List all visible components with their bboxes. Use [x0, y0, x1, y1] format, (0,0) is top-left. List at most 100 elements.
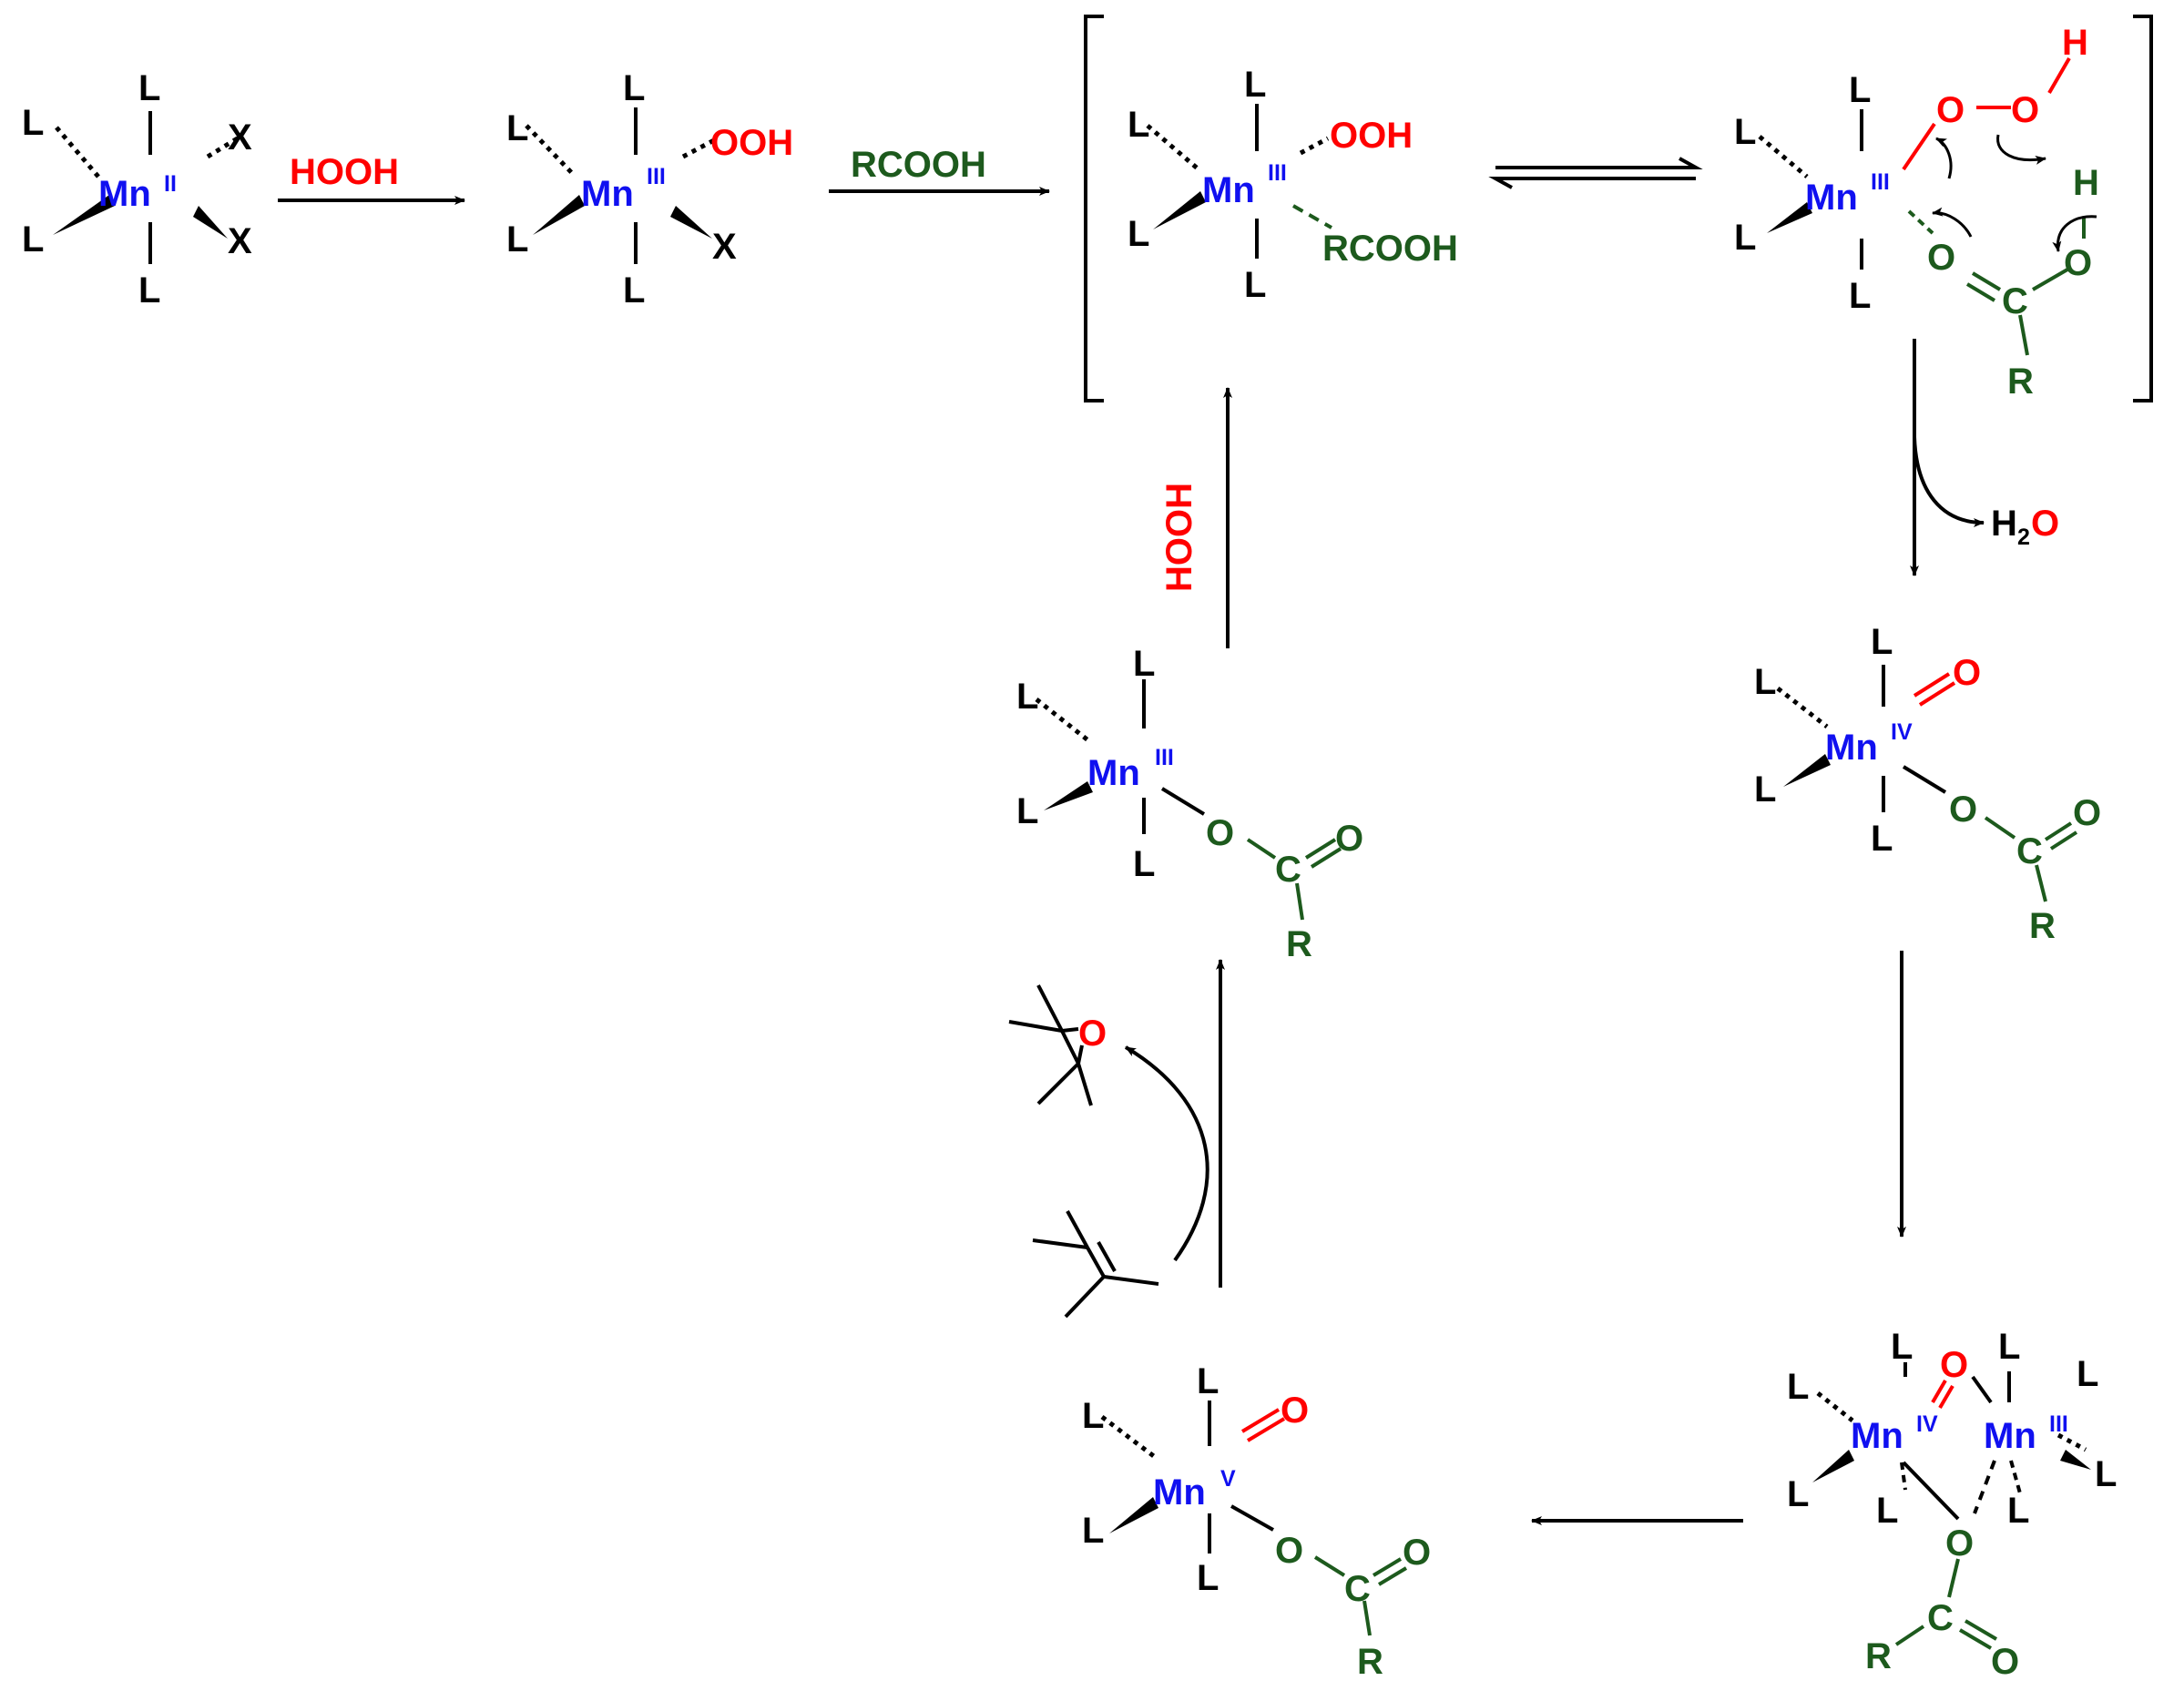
mn4-oxidation-state: IV [1916, 1411, 1938, 1437]
ligand-bottom: L [1244, 265, 1266, 305]
carbonyl-oxygen: O [1403, 1533, 1431, 1573]
step-arrow-2: RCOOH [829, 145, 1050, 196]
acid-carbon: C [2002, 281, 2028, 321]
carboxylate-carbon: C [2016, 831, 2043, 871]
acid-r-group: R [2007, 362, 2034, 402]
halide-top: X [228, 117, 252, 158]
mn3-oxidation-state: III [2049, 1411, 2068, 1437]
complex-mn5-oxo: L L L L O Mn V O C O R [1082, 1361, 1431, 1682]
peroxo-oxygen-2: O [2011, 90, 2039, 130]
mn4-ligand-left-front: L [1787, 1474, 1809, 1514]
epoxide-oxygen: O [1078, 1014, 1107, 1054]
complex-dinuclear: L L L L O Mn IV Mn III L L L L O C R O [1787, 1327, 2117, 1682]
carboxylate-oxygen: O [1275, 1531, 1303, 1571]
epoxide-product: O [1008, 984, 1107, 1106]
metal-label: Mn [1153, 1472, 1206, 1513]
halide-bottom: X [712, 227, 737, 267]
acid-oxygen-carbonyl: O [1927, 238, 1955, 278]
equilibrium-arrows [1488, 157, 1703, 189]
ligand-top: L [1244, 65, 1266, 105]
step-arrow-epoxidation [1124, 959, 1225, 1288]
oxidation-state: III [647, 164, 666, 189]
ligand-bottom: L [1133, 844, 1155, 884]
ligand-bottom: L [623, 270, 645, 311]
complex-mn3-carboxylate: L L L L Mn III O C O R [1016, 644, 1363, 964]
oxidation-state: IV [1891, 719, 1913, 745]
ligand-left-back: L [506, 108, 528, 148]
carboxylate-oxygen: O [1949, 789, 1977, 830]
complex-mn3-ooh: L L L L OOH X Mn III [506, 68, 793, 311]
mn4-ligand-left-back: L [1787, 1367, 1809, 1407]
carboxylate-carbon: C [1927, 1598, 1954, 1638]
peroxo-oxygen-1: O [1936, 90, 1965, 130]
peroxo-hydrogen: H [2062, 23, 2088, 63]
carboxylate-r-group: R [1865, 1636, 1892, 1676]
mn3-ligand-right-front: L [2095, 1454, 2117, 1494]
step-arrow-water-loss: H 2 O [1910, 339, 2059, 576]
carboxylate-carbon: C [1344, 1569, 1371, 1609]
reagent-hooh-1: HOOH [290, 152, 399, 192]
mn3-ligand-bottom: L [2007, 1491, 2029, 1531]
intermediate-brackets [1084, 15, 2153, 402]
ligand-top: L [1133, 644, 1155, 684]
ligand-left-front: L [1128, 214, 1149, 254]
ligand-left-back: L [1082, 1396, 1104, 1436]
ligand-left-back: L [1128, 105, 1149, 145]
ligand-left-front: L [506, 219, 528, 260]
oxidation-state: III [1155, 745, 1174, 770]
mn3-label: Mn [1984, 1416, 2036, 1456]
bridging-oxo: O [1940, 1345, 1968, 1385]
carboxylate-carbon: C [1275, 850, 1301, 890]
mn3-ligand-right-back: L [2077, 1354, 2098, 1394]
ligand-bottom: L [1197, 1558, 1219, 1598]
mn4-ligand-bottom: L [1876, 1491, 1898, 1531]
oxo-oxygen: O [1953, 653, 1981, 693]
alkene-substrate [1032, 1210, 1159, 1319]
ligand-top: L [1197, 1361, 1219, 1401]
water-h: H [1991, 504, 2017, 544]
mn4-label: Mn [1851, 1416, 1903, 1456]
ligand-left-front: L [1016, 791, 1038, 831]
mn4-ligand-top: L [1891, 1327, 1913, 1367]
ligand-bottom: L [1849, 276, 1871, 316]
complex-mn3-ooh-rcooh: L L L L OOH RCOOH Mn III [1128, 65, 1458, 305]
ligand-bottom: L [1871, 819, 1893, 859]
ligand-left-front: L [1754, 769, 1776, 810]
halide-bottom: X [228, 221, 252, 261]
hydroperoxo-ligand: OOH [1330, 116, 1413, 156]
metal-label: Mn [98, 174, 151, 214]
carbonyl-oxygen: O [1991, 1642, 2019, 1682]
metal-label: Mn [1805, 178, 1858, 218]
metal-label: Mn [1202, 170, 1255, 210]
ligand-top: L [1871, 622, 1893, 662]
water-o: O [2031, 504, 2059, 544]
carboxylate-r-group: R [2029, 906, 2056, 946]
reagent-hooh-regen: HOOH [1159, 483, 1199, 592]
carboxylate-r-group: R [1357, 1642, 1383, 1682]
carboxylate-r-group: R [1286, 924, 1312, 964]
ligand-top: L [623, 68, 645, 108]
acid-hydrogen: H [2073, 163, 2099, 203]
ligand-left-back: L [1754, 662, 1776, 702]
carboxylate-oxygen: O [1206, 813, 1234, 853]
step-arrow-regeneration: HOOH [1159, 387, 1232, 648]
rcooh-ligand: RCOOH [1322, 229, 1458, 269]
oxidation-state: III [1871, 169, 1890, 195]
step-arrow-1: HOOH [278, 152, 465, 205]
metal-label: Mn [1825, 728, 1878, 768]
ligand-left-back: L [1734, 112, 1756, 152]
metal-label: Mn [581, 174, 634, 214]
complex-transition-state: L L L L Mn III O O H H O O C R [1734, 23, 2099, 402]
oxidation-state: V [1220, 1466, 1236, 1492]
metal-label: Mn [1087, 753, 1140, 793]
complex-mn2-start: L L L L X X Mn II [22, 68, 252, 311]
ligand-bottom: L [138, 270, 160, 311]
complex-mn4-oxo: L L L L O Mn IV O C O R [1754, 622, 2101, 946]
reagent-rcooh: RCOOH [851, 145, 986, 185]
ligand-left-back: L [1016, 677, 1038, 717]
ligand-left-back: L [22, 103, 44, 143]
oxidation-state: II [164, 171, 177, 197]
water-subscript: 2 [2017, 525, 2030, 550]
ligand-top: L [1849, 70, 1871, 110]
